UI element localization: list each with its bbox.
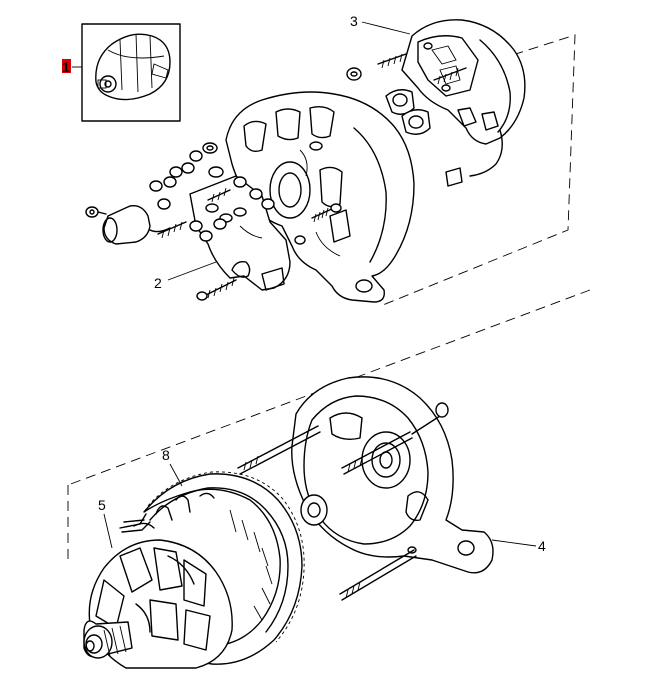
callout-5-leader xyxy=(103,513,113,549)
bracket-screw[interactable] xyxy=(196,277,237,301)
rotor-leads xyxy=(119,513,151,533)
callout-4-label[interactable]: 4 xyxy=(538,538,546,554)
cover-screws[interactable] xyxy=(377,53,467,85)
callout-3-leader xyxy=(361,21,411,35)
callout-8-leader xyxy=(169,463,183,487)
nuts-and-washers[interactable] xyxy=(149,142,275,242)
through-bolts[interactable] xyxy=(237,402,449,601)
callout-8-label[interactable]: 8 xyxy=(162,447,170,463)
rear-housing[interactable] xyxy=(225,91,415,303)
inset-assembled-alternator[interactable] xyxy=(81,23,181,122)
callout-1-label[interactable]: 1 xyxy=(62,59,70,75)
callout-3-label[interactable]: 3 xyxy=(350,13,358,29)
capacitor[interactable] xyxy=(85,205,171,245)
callout-4-leader xyxy=(491,539,537,547)
callout-2-label[interactable]: 2 xyxy=(154,275,162,291)
callout-2-leader xyxy=(167,261,217,281)
front-housing[interactable] xyxy=(291,376,494,574)
callout-1-highlight xyxy=(62,59,71,73)
small-bolts[interactable] xyxy=(157,187,231,239)
rotor[interactable] xyxy=(83,539,233,669)
rectifier-cover[interactable] xyxy=(401,19,526,187)
callout-5-label[interactable]: 5 xyxy=(98,497,106,513)
stator[interactable] xyxy=(123,471,305,665)
spacer-ring[interactable] xyxy=(300,494,328,526)
brush-holder[interactable] xyxy=(346,67,431,135)
housing-screw[interactable] xyxy=(311,203,342,223)
